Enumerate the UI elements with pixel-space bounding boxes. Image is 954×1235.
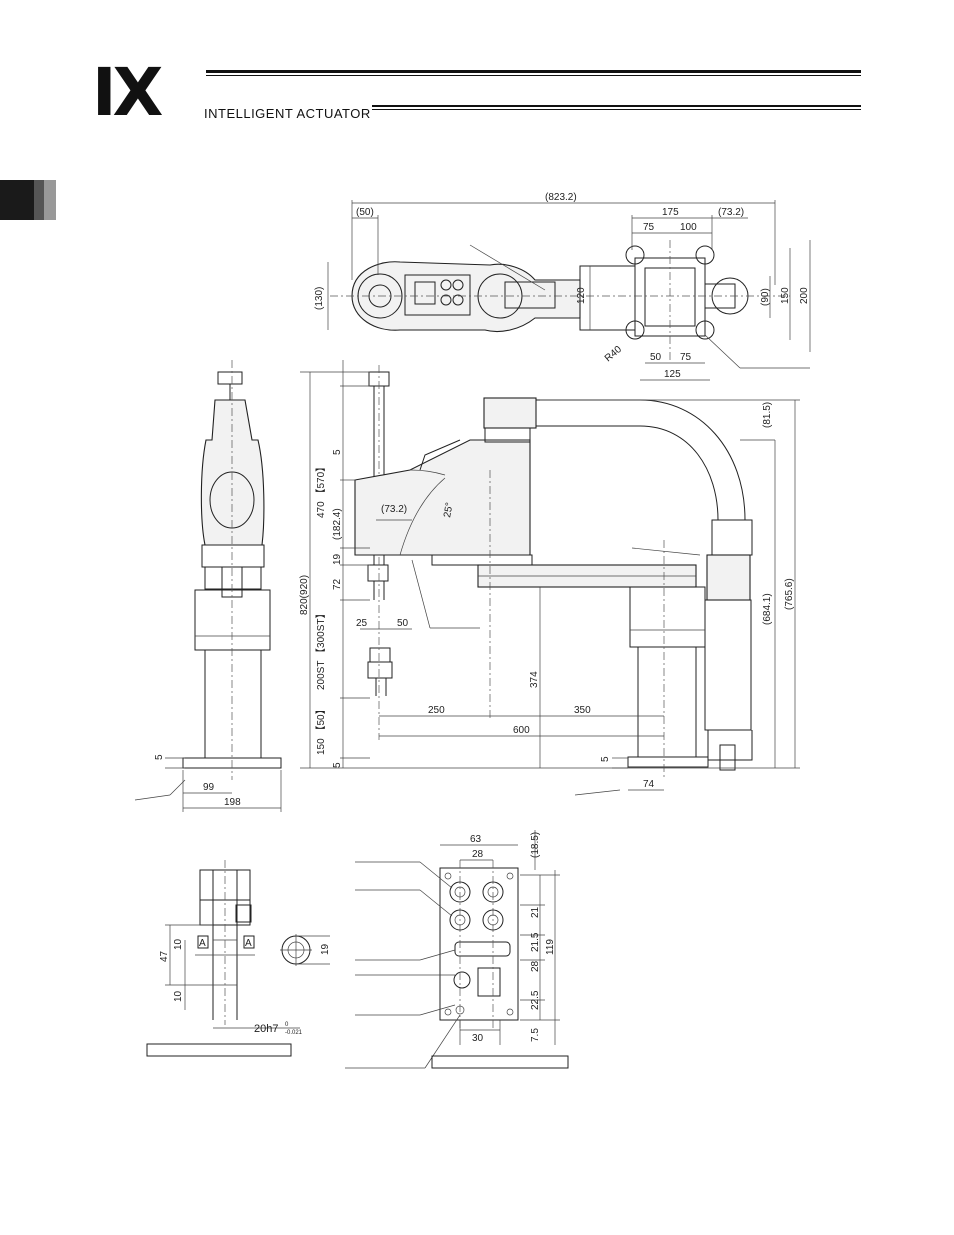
dim-600: 600 — [513, 725, 530, 736]
dim-shaft-tol-top: 0 — [285, 1022, 289, 1028]
shaft-detail: 47 10 10 A A 19 20h7 0 -0.021 — [147, 860, 331, 1056]
top-view: (823.2) (50) 175 (73.2) 75 100 (130) 120… — [314, 192, 810, 380]
dim-bolt-c: 125 — [664, 369, 681, 380]
dim-overall-length: (823.2) — [545, 192, 577, 203]
dim-flange-offset: (73.2) — [718, 207, 744, 218]
dim-panel-21: 21 — [530, 906, 541, 918]
dim-front-99: 99 — [203, 782, 215, 793]
dim-panel-30: 30 — [472, 1033, 484, 1044]
dim-flange-inner-h: (90) — [760, 288, 771, 306]
dim-shaft-10b: 10 — [173, 990, 184, 1002]
dim-panel-21-5: 21.5 — [530, 932, 541, 952]
dim-front-198: 198 — [224, 797, 241, 808]
dim-350: 350 — [574, 705, 591, 716]
dim-73: (73.2) — [381, 504, 407, 515]
dim-25: 25 — [356, 618, 368, 629]
dim-flange-a: 75 — [643, 222, 655, 233]
dim-bolt-a: 50 — [650, 352, 662, 363]
dim-total-height: 820(920) — [299, 575, 310, 615]
dim-upper-stroke: 470 【570】 — [315, 462, 327, 518]
dim-50: 50 — [397, 618, 409, 629]
dim-765: (765.6) — [784, 578, 795, 610]
panel-detail: 63 28 (18.5) 21 21.5 119 28 22.5 7.5 30 — [345, 830, 568, 1068]
dim-shaft-tolerance: 20h7 — [254, 1023, 278, 1035]
dim-panel-22-5: 22.5 — [530, 990, 541, 1010]
dim-72: 72 — [332, 578, 343, 590]
dim-19: 19 — [332, 553, 343, 565]
dim-182: (182.4) — [332, 508, 343, 540]
dim-flange-width: 175 — [662, 207, 679, 218]
dim-panel-119: 119 — [545, 939, 556, 955]
dim-74: 74 — [643, 779, 655, 790]
dim-arm-height: (130) — [314, 287, 325, 310]
dim-5-base: 5 — [600, 756, 611, 762]
dim-front-5: 5 — [154, 754, 165, 760]
dim-684: (684.1) — [762, 593, 773, 625]
dim-flange-mid-h: 150 — [780, 287, 791, 304]
front-view: 5 99 198 — [135, 360, 281, 812]
section-label-a-left: A — [199, 938, 206, 949]
dim-shaft-10a: 10 — [173, 938, 184, 950]
dim-stroke: 200ST 【300ST】 — [315, 608, 327, 690]
dim-5-top: 5 — [332, 449, 343, 455]
dim-panel-28: 28 — [472, 849, 484, 860]
dim-flange-b: 100 — [680, 222, 697, 233]
dim-radius: R40 — [603, 344, 624, 365]
dim-left-offset: (50) — [356, 207, 374, 218]
dim-arm-width: 120 — [576, 287, 587, 304]
dim-250: 250 — [428, 705, 445, 716]
dim-374: 374 — [529, 671, 540, 688]
dim-81: (81.5) — [762, 402, 773, 428]
dim-panel-63: 63 — [470, 834, 482, 845]
dim-shaft-47: 47 — [159, 950, 170, 962]
dim-150: 150 【50】 — [315, 704, 327, 755]
dim-panel-18: (18.5) — [530, 832, 541, 858]
side-view: 820(920) 470 【570】 5 (182.4) 19 72 200ST… — [299, 360, 800, 795]
dim-5-bottom: 5 — [332, 762, 343, 768]
dim-shaft-tol-bot: -0.021 — [285, 1030, 303, 1036]
dim-flange-height: 200 — [799, 287, 810, 304]
dim-shaft-19: 19 — [320, 943, 331, 955]
dim-panel-7-5: 7.5 — [530, 1028, 541, 1042]
dim-bolt-b: 75 — [680, 352, 692, 363]
dim-panel-28b: 28 — [530, 960, 541, 972]
section-label-a-right: A — [245, 938, 252, 949]
